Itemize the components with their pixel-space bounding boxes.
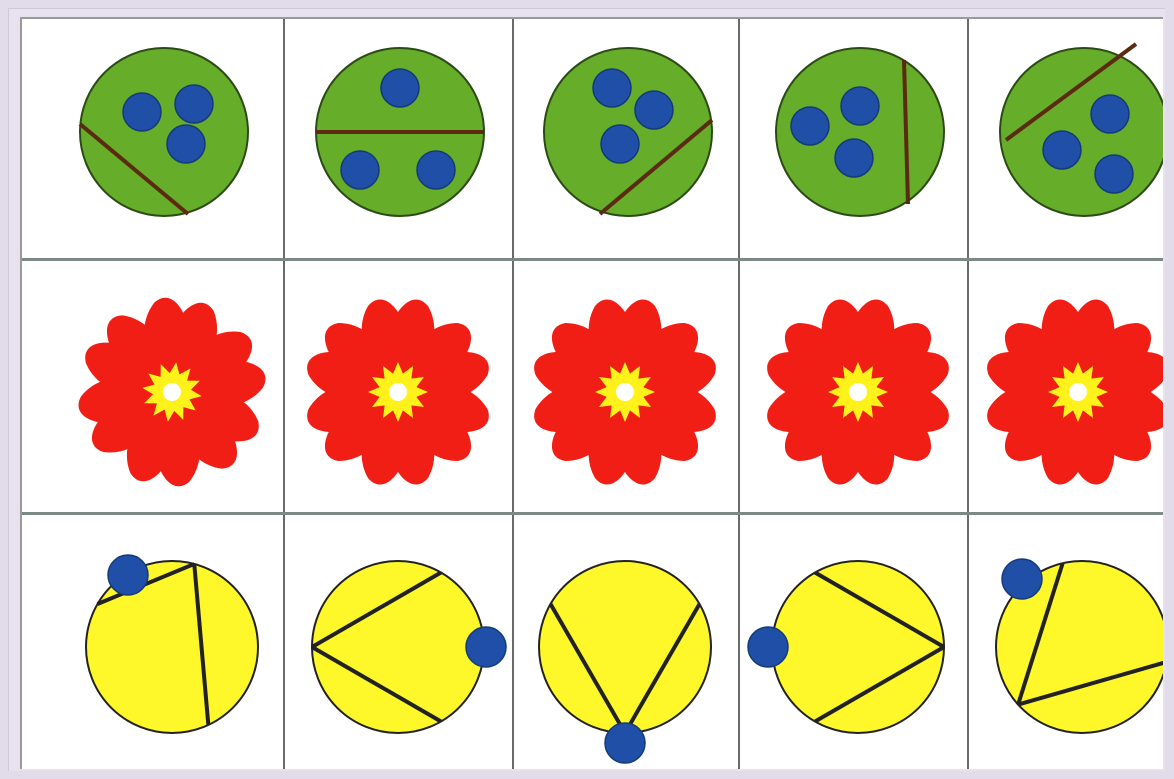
puzzle-cell-r2-c1[interactable] (22, 259, 284, 513)
blue-dot (1095, 155, 1133, 193)
blue-dot (1002, 559, 1042, 599)
cell-figure (968, 259, 1163, 513)
flower-core (389, 383, 407, 401)
cell-figure (284, 259, 513, 513)
puzzle-cell-r3-c2[interactable] (284, 513, 513, 769)
puzzle-cell-r3-c3[interactable] (513, 513, 739, 769)
puzzle-cell-r2-c2[interactable] (284, 259, 513, 513)
cell-figure (22, 259, 284, 513)
cell-figure (968, 19, 1163, 259)
yellow-disc (772, 561, 944, 733)
puzzle-cell-r3-c5[interactable] (968, 513, 1163, 769)
puzzle-board (20, 17, 1163, 769)
yellow-disc (312, 561, 484, 733)
puzzle-cell-r1-c1[interactable] (22, 19, 284, 259)
blue-dot (601, 125, 639, 163)
puzzle-cell-r1-c3[interactable] (513, 19, 739, 259)
cell-figure (284, 19, 513, 259)
puzzle-cell-r2-c3[interactable] (513, 259, 739, 513)
puzzle-cell-r1-c5[interactable] (968, 19, 1163, 259)
cell-figure (513, 513, 739, 769)
blue-dot (466, 627, 506, 667)
cell-figure (739, 19, 968, 259)
puzzle-cell-r2-c4[interactable] (739, 259, 968, 513)
puzzle-cell-r3-c1[interactable] (22, 513, 284, 769)
blue-dot (108, 555, 148, 595)
blue-dot (748, 627, 788, 667)
blue-dot (417, 151, 455, 189)
cell-figure (284, 513, 513, 769)
cell-figure (739, 259, 968, 513)
flower-core (1069, 383, 1087, 401)
cell-figure (513, 19, 739, 259)
flower-core (616, 383, 634, 401)
puzzle-cell-r2-c5[interactable] (968, 259, 1163, 513)
cell-figure (513, 259, 739, 513)
puzzle-cell-r1-c4[interactable] (739, 19, 968, 259)
blue-dot (635, 91, 673, 129)
blue-dot (341, 151, 379, 189)
blue-dot (791, 107, 829, 145)
cell-figure (739, 513, 968, 769)
puzzle-cell-r3-c4[interactable] (739, 513, 968, 769)
blue-dot (123, 93, 161, 131)
blue-dot (605, 723, 645, 763)
blue-dot (841, 87, 879, 125)
blue-dot (593, 69, 631, 107)
yellow-disc (539, 561, 711, 733)
blue-dot (381, 69, 419, 107)
blue-dot (1043, 131, 1081, 169)
blue-dot (1091, 95, 1129, 133)
blue-dot (167, 125, 205, 163)
puzzle-cell-r1-c2[interactable] (284, 19, 513, 259)
blue-dot (175, 85, 213, 123)
green-disc (1000, 48, 1163, 216)
cell-figure (22, 513, 284, 769)
green-disc (80, 48, 248, 216)
flower-core (849, 383, 867, 401)
cell-figure (968, 513, 1163, 769)
blue-dot (835, 139, 873, 177)
cell-figure (22, 19, 284, 259)
